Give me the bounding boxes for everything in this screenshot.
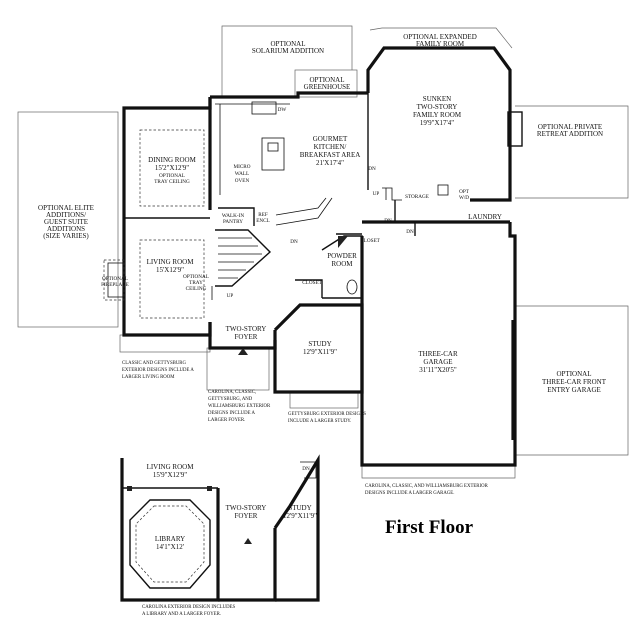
living-dining-walls: [122, 97, 212, 337]
closet-walls: [295, 279, 323, 298]
alt-stair: [300, 461, 317, 479]
alt-study-walls: [273, 454, 320, 602]
up-label: UP: [373, 191, 380, 197]
ref-counter-2: [275, 197, 333, 226]
back-stair: [382, 187, 402, 201]
closet-label: CLOSET: [360, 238, 380, 244]
floor-title: First Floor: [385, 517, 474, 538]
front-entry-garage-outline: [515, 305, 629, 456]
main-entry-marker: [238, 348, 248, 355]
alternate-plan: [120, 454, 320, 602]
main-stair-outline: [215, 229, 272, 287]
toilet: [346, 279, 358, 295]
note-carolina-garage: CAROLINA, CLASSIC, AND WILLIAMSBURG EXTE…: [365, 484, 489, 496]
dn-label-alt: DN: [302, 466, 310, 472]
column: [127, 486, 132, 491]
private-retreat-outline: [515, 105, 629, 199]
alt-living-walls: [120, 458, 220, 602]
study-extension-outline: [289, 391, 359, 409]
elite-additions-outline: [17, 111, 119, 328]
garage-extension-outline: [361, 465, 516, 479]
library-octagon: [129, 499, 211, 589]
dn-label-stair: DN: [290, 239, 298, 245]
alt-foyer-walls: [218, 528, 277, 602]
dn-label-garage: DN: [384, 218, 392, 224]
expanded-family-outline: [369, 27, 513, 49]
greenhouse-outline: [294, 69, 358, 98]
library-inner: [135, 505, 205, 583]
kitchen-top-wall: [210, 91, 368, 99]
entry-marker: [244, 538, 252, 544]
foyer-closet-label: CLOSET: [302, 280, 322, 286]
ref-counter: [275, 197, 327, 216]
family-fireplace: [507, 111, 523, 147]
living-tray-ceiling: [139, 239, 205, 319]
closet-fill: [338, 236, 348, 248]
column: [207, 486, 212, 491]
fireplace-bump: [107, 262, 125, 298]
fireplace-dashed: [103, 259, 125, 301]
main-walls: [103, 46, 523, 467]
laundry-label: LAUNDRY: [468, 213, 502, 221]
dn-label-family: DN: [368, 166, 376, 172]
dn-label-mud: DN: [406, 229, 414, 235]
washer: [437, 184, 449, 196]
living-extension-outline: [119, 334, 211, 353]
up-label-stair: UP: [227, 293, 234, 299]
annotations: DW UP DN DN DN DN UP DN: [227, 107, 414, 472]
pantry-walls: [218, 207, 255, 226]
storage-label: STORAGE: [405, 194, 429, 200]
foyer-walls: [208, 322, 277, 350]
solarium-outline: [221, 25, 353, 96]
dw-label: DW: [278, 107, 287, 113]
foyer-extension-outline: [206, 347, 270, 391]
dining-tray-ceiling: [139, 129, 205, 207]
sink: [251, 101, 277, 115]
garage-walls: [360, 222, 517, 467]
kitchen-island: [261, 137, 285, 171]
island-cooktop: [267, 142, 279, 152]
family-room-walls: [366, 46, 512, 202]
